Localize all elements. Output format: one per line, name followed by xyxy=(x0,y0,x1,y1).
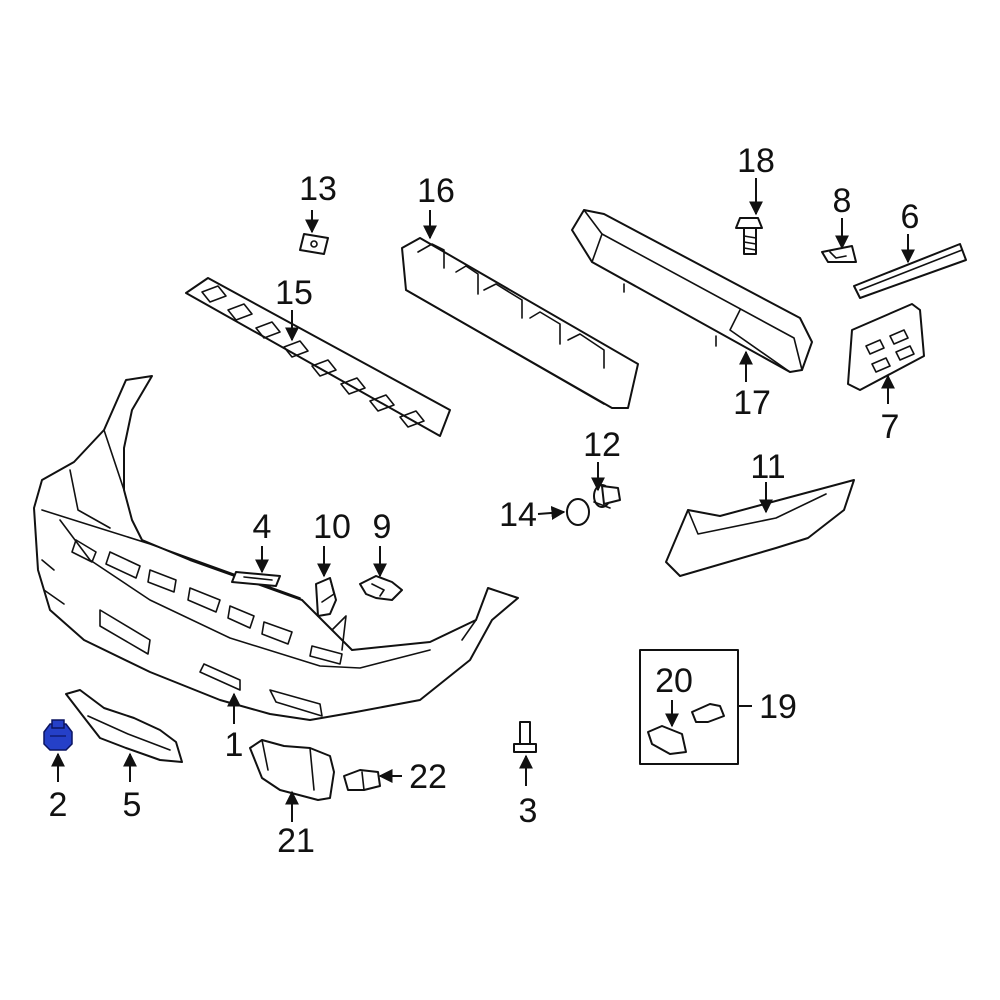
clip-part-9[interactable] xyxy=(359,575,403,601)
callout-14: 14 xyxy=(499,496,537,534)
bracket-clip-part-8[interactable] xyxy=(821,245,857,263)
step-pad-part-15[interactable] xyxy=(185,277,451,437)
energy-absorber-part-16[interactable] xyxy=(401,237,639,409)
callout-8: 8 xyxy=(833,182,852,220)
bolt-part-18[interactable] xyxy=(735,217,763,255)
callout-7: 7 xyxy=(881,408,900,446)
callout-10: 10 xyxy=(313,508,351,546)
callout-2: 2 xyxy=(49,786,68,824)
sensor-ring-part-14[interactable] xyxy=(566,498,590,526)
callout-18: 18 xyxy=(737,142,775,180)
reinforcement-beam-part-17[interactable] xyxy=(571,209,813,373)
callout-4: 4 xyxy=(253,508,272,546)
callout-5: 5 xyxy=(123,786,142,824)
callout-13: 13 xyxy=(299,170,337,208)
callout-20: 20 xyxy=(655,662,693,700)
callout-11: 11 xyxy=(750,448,785,486)
callout-19: 19 xyxy=(759,688,797,726)
callout-22: 22 xyxy=(409,758,447,796)
callout-17: 17 xyxy=(733,384,771,422)
callout-3: 3 xyxy=(519,792,538,830)
trim-strip-part-6[interactable] xyxy=(853,243,967,299)
leader-lines xyxy=(51,178,915,822)
callout-6: 6 xyxy=(901,198,920,236)
clip-nut-part-13[interactable] xyxy=(299,233,329,255)
socket-part-22[interactable] xyxy=(343,769,381,791)
bracket-part-10[interactable] xyxy=(315,577,337,617)
screw-part-3[interactable] xyxy=(513,721,537,753)
callout-9: 9 xyxy=(373,508,392,546)
side-trim-part-11[interactable] xyxy=(665,479,855,577)
callout-15: 15 xyxy=(275,274,313,312)
side-bracket-part-7[interactable] xyxy=(847,303,925,391)
pad-part-4[interactable] xyxy=(231,571,281,587)
callout-labels: 1 2 3 4 5 6 7 8 9 10 11 12 13 14 15 16 1… xyxy=(49,142,920,860)
callout-1: 1 xyxy=(225,726,244,764)
lower-bracket-part-5[interactable] xyxy=(65,689,183,763)
lamp-bracket-part-21[interactable] xyxy=(249,739,335,801)
callout-12: 12 xyxy=(583,426,621,464)
callout-21: 21 xyxy=(277,822,315,860)
callout-16: 16 xyxy=(417,172,455,210)
push-nut-part-2[interactable] xyxy=(43,719,73,751)
bulb-part-20[interactable] xyxy=(647,725,687,755)
bumper-cover-part-1[interactable] xyxy=(33,375,519,721)
